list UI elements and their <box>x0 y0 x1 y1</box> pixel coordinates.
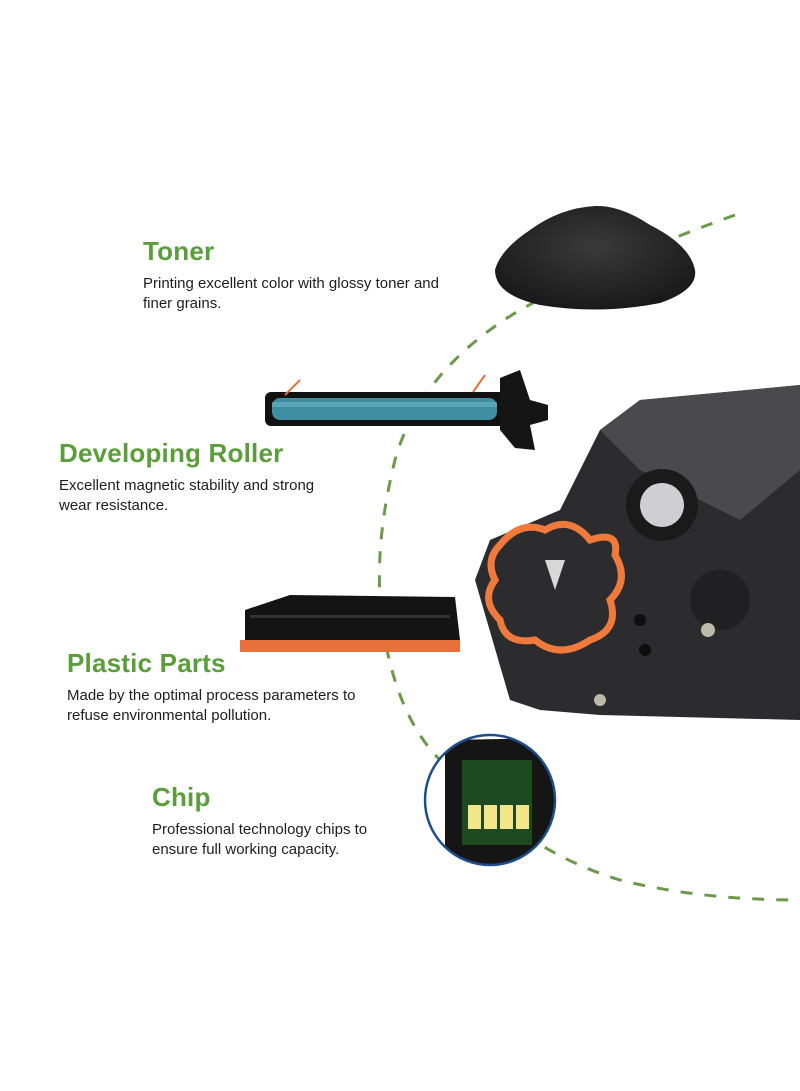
feature-toner: Toner Printing excellent color with glos… <box>143 236 439 314</box>
feature-description: Professional technology chips to ensure … <box>152 821 368 858</box>
feature-plastic-parts: Plastic Parts Made by the optimal proces… <box>67 648 355 726</box>
feature-chip: Chip Professional technology chips to en… <box>152 782 367 860</box>
feature-developing-roller: Developing Roller Excellent magnetic sta… <box>59 438 314 516</box>
feature-title: Plastic Parts <box>67 648 226 678</box>
feature-description: Excellent magnetic stability and strong … <box>59 477 315 514</box>
feature-title: Developing Roller <box>59 438 284 468</box>
feature-description: Made by the optimal process parameters t… <box>67 687 356 724</box>
feature-description: Printing excellent color with glossy ton… <box>143 275 439 312</box>
feature-title: Toner <box>143 236 215 266</box>
feature-title: Chip <box>152 782 211 812</box>
